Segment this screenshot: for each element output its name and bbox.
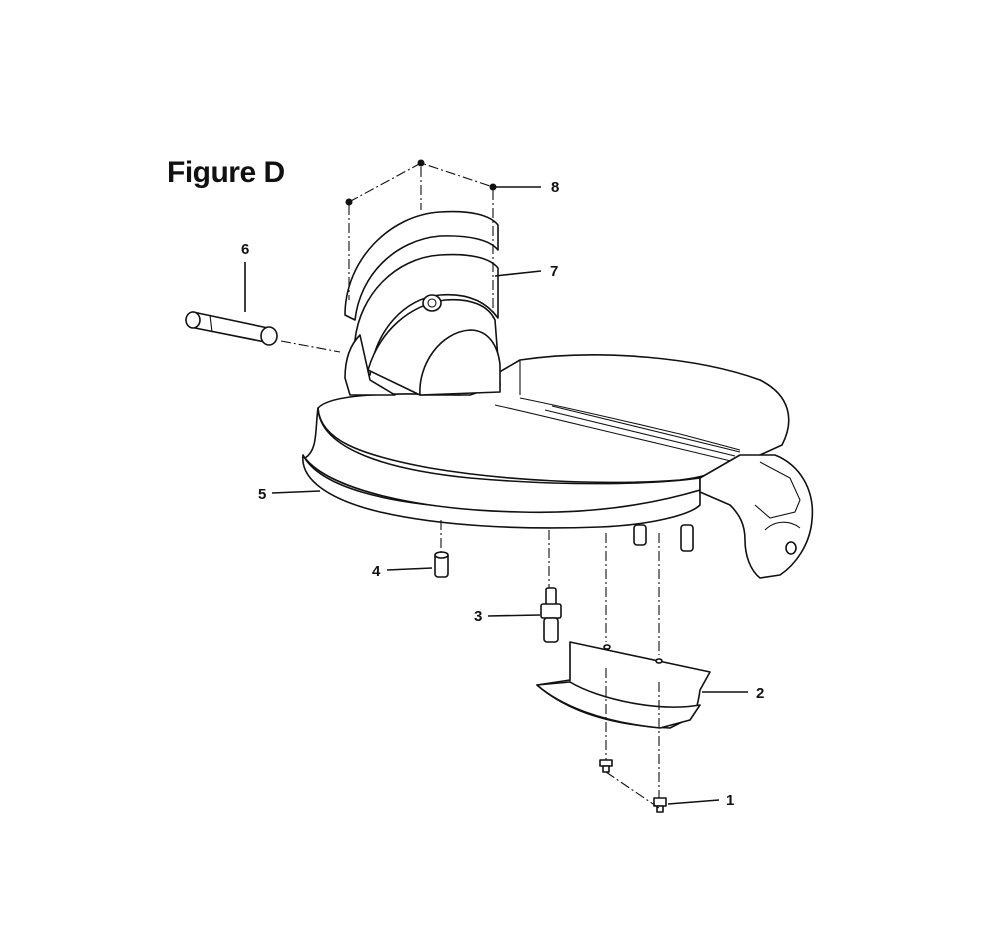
figure-title: Figure D: [167, 156, 285, 189]
callout-6: 6: [241, 241, 249, 258]
stud-part: [540, 587, 562, 643]
callout-5: 5: [258, 486, 266, 503]
pin-part: [434, 551, 449, 578]
guard-segments: [344, 210, 501, 396]
leader-lines: [244, 186, 748, 805]
alignment-lines: [280, 162, 660, 809]
bottom-plate: [536, 641, 711, 729]
callout-3: 3: [474, 608, 482, 625]
callout-7: 7: [550, 263, 558, 280]
callout-2: 2: [756, 685, 764, 702]
lower-guard-body: [302, 354, 814, 579]
callout-1: 1: [726, 792, 734, 809]
callout-8: 8: [551, 179, 559, 196]
callout-4: 4: [372, 563, 381, 580]
pivot-shaft: [185, 311, 278, 346]
screw-parts: [599, 759, 667, 813]
